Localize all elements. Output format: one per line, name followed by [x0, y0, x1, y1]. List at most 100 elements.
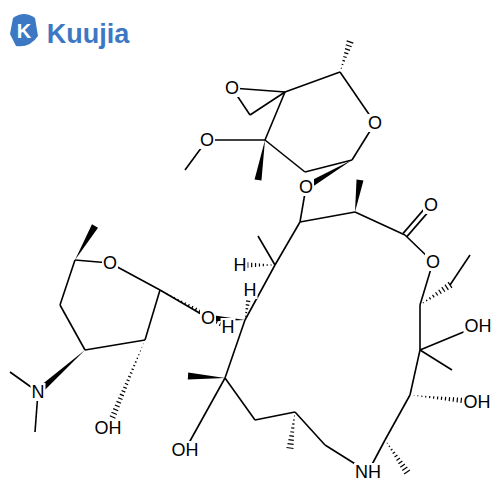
bond	[275, 222, 300, 265]
bond	[287, 447, 294, 449]
bond	[404, 470, 410, 474]
bond	[255, 263, 256, 267]
bond	[141, 347, 143, 348]
bond	[258, 236, 275, 265]
bond	[393, 452, 395, 454]
bond	[250, 92, 285, 115]
bond	[439, 290, 442, 294]
bond	[143, 343, 144, 344]
bond	[60, 260, 75, 305]
bond	[271, 264, 272, 266]
bond	[251, 263, 252, 268]
bond	[255, 140, 265, 181]
bond	[433, 396, 434, 398]
logo-text: Kuujia	[46, 21, 131, 48]
bond	[85, 340, 145, 350]
bond	[342, 64, 344, 66]
bond	[128, 376, 131, 377]
bond	[110, 416, 116, 418]
bond	[400, 464, 405, 467]
bond	[347, 41, 354, 43]
bond	[267, 264, 268, 266]
bond	[120, 394, 124, 396]
bond	[442, 287, 445, 292]
bond	[441, 397, 443, 400]
bond	[396, 458, 399, 460]
bond	[288, 439, 293, 441]
bond	[166, 293, 168, 295]
bond	[456, 397, 458, 402]
bond	[291, 427, 294, 429]
bond	[453, 397, 455, 402]
bond	[163, 291, 164, 293]
bond	[127, 380, 130, 381]
bond	[386, 442, 388, 444]
bond	[355, 179, 363, 212]
bond	[188, 304, 189, 307]
bond	[389, 445, 390, 447]
bond	[216, 319, 219, 324]
bond	[122, 391, 126, 393]
bond	[432, 295, 434, 298]
bond	[419, 305, 421, 350]
bond	[340, 68, 342, 69]
bond	[429, 297, 430, 299]
logo-text: K	[16, 21, 32, 41]
bond	[445, 285, 448, 290]
bond	[181, 301, 182, 303]
bond	[343, 60, 345, 62]
bond	[437, 396, 438, 399]
atom-label: OH	[464, 317, 493, 335]
bond	[425, 396, 426, 398]
bond	[173, 297, 175, 298]
bond	[113, 409, 118, 411]
bond	[185, 378, 225, 450]
atom-label: O	[199, 131, 215, 149]
bond	[60, 305, 85, 350]
bond	[135, 361, 137, 363]
bond	[245, 312, 247, 313]
bond	[343, 56, 346, 57]
atom-label: OH	[171, 441, 200, 459]
atom-label: O	[425, 253, 441, 271]
bond	[125, 383, 128, 384]
bond	[410, 350, 420, 395]
bond	[344, 53, 348, 54]
atom-label: NH	[354, 463, 382, 481]
bond	[445, 397, 447, 401]
bond	[295, 412, 325, 445]
bond	[263, 264, 264, 266]
atom-label: O	[102, 254, 118, 272]
atom-label: H	[221, 318, 236, 336]
bond	[346, 45, 352, 47]
bond	[293, 415, 295, 416]
bond	[345, 49, 350, 51]
atom-label: O	[423, 196, 439, 214]
bond	[188, 373, 225, 380]
bond	[398, 461, 402, 464]
bond	[225, 378, 255, 420]
bond	[115, 405, 120, 407]
atom-label: OH	[463, 393, 492, 411]
bond	[289, 435, 294, 437]
bond	[402, 467, 407, 471]
bond	[413, 395, 414, 397]
bond	[138, 354, 139, 356]
bond	[305, 160, 352, 172]
bond	[117, 401, 122, 403]
atom-label: OH	[94, 419, 123, 437]
bond	[355, 212, 405, 235]
bond	[246, 300, 250, 302]
atom-label: O	[367, 114, 383, 132]
bond	[246, 304, 249, 306]
atom-label: H	[233, 256, 248, 274]
bond	[75, 224, 98, 260]
bond	[287, 443, 293, 445]
bond	[449, 397, 451, 401]
bond	[395, 455, 398, 457]
bond	[423, 302, 425, 304]
bond	[132, 368, 134, 370]
bond	[285, 72, 340, 92]
bond	[133, 365, 135, 367]
